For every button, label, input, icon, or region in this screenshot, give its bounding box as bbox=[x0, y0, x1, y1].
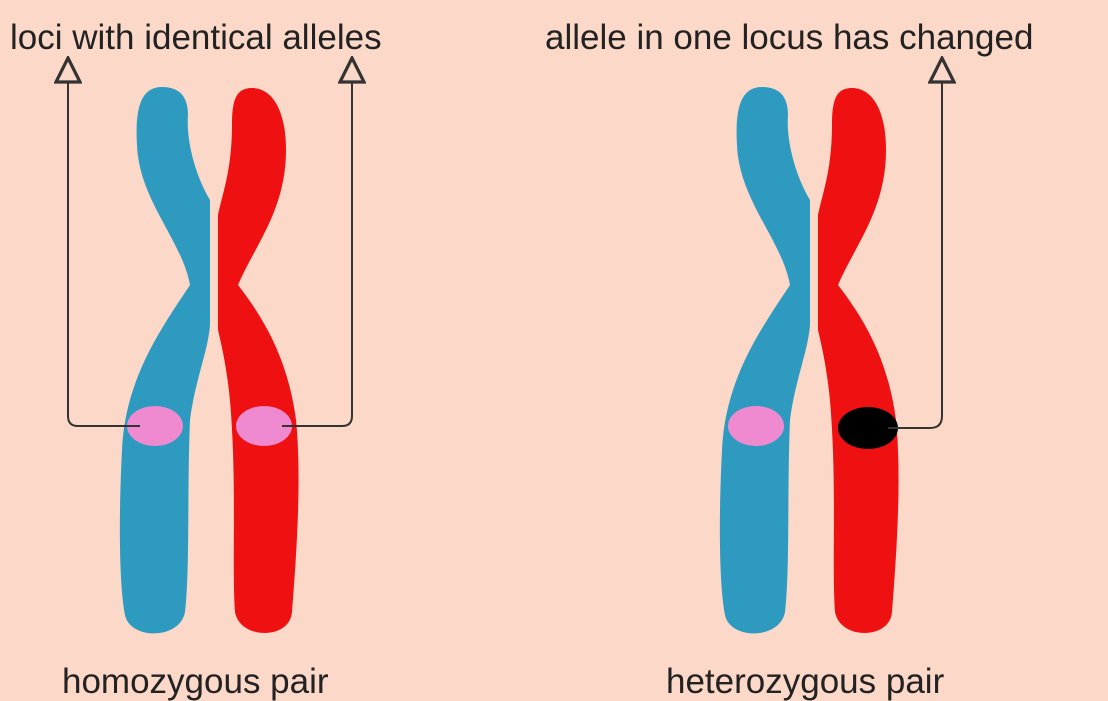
heterozygous-pair bbox=[720, 70, 942, 633]
left-arrow-2 bbox=[282, 70, 352, 426]
right-blue-chromosome bbox=[720, 87, 810, 633]
allele-changed-label: allele in one locus has changed bbox=[545, 20, 1033, 55]
right-blue-allele bbox=[728, 406, 784, 446]
left-red-chromosome bbox=[218, 88, 299, 633]
right-arrow bbox=[888, 70, 942, 428]
heterozygous-caption: heterozygous pair bbox=[666, 664, 944, 699]
left-blue-chromosome bbox=[120, 87, 210, 633]
homozygous-caption: homozygous pair bbox=[62, 664, 329, 699]
homozygous-pair bbox=[68, 70, 352, 633]
right-red-chromosome bbox=[818, 88, 899, 633]
left-arrow-1 bbox=[68, 70, 140, 426]
loci-identical-label: loci with identical alleles bbox=[10, 20, 382, 55]
